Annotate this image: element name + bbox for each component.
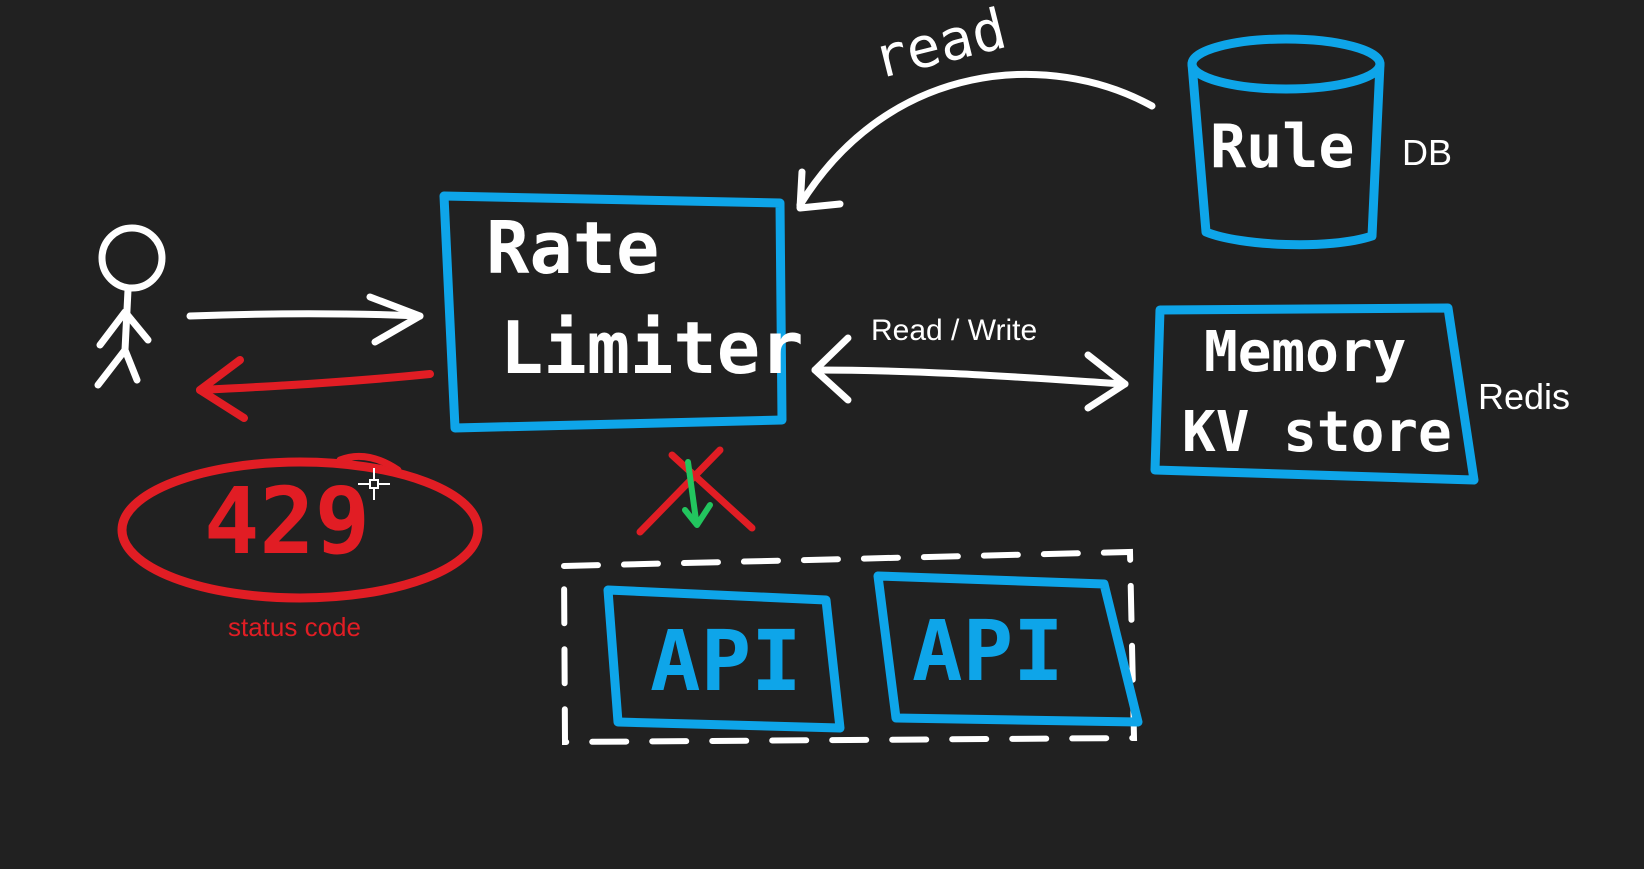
api-box-2 xyxy=(873,571,1143,727)
rate-limiter-line1: Rate xyxy=(486,206,660,290)
redis-label: Redis xyxy=(1478,376,1571,417)
memory-label: Memory xyxy=(1204,320,1407,385)
cursor-crosshair-icon xyxy=(358,468,390,500)
status-code-label: status code xyxy=(228,612,361,642)
status-ellipse xyxy=(117,457,483,603)
read-write-arrow xyxy=(811,334,1129,412)
read-write-label: Read / Write xyxy=(871,314,1038,347)
rejection-arrow xyxy=(196,356,434,422)
api-1-label: API xyxy=(650,612,802,710)
rule-label: Rule xyxy=(1210,112,1355,182)
stick-figure-icon xyxy=(94,224,166,389)
api-2-label: API xyxy=(912,602,1064,700)
status-ellipse-tail xyxy=(336,452,402,474)
rate-limiter-line2: Limiter xyxy=(500,306,804,390)
cross-mark-icon xyxy=(636,446,756,536)
memory-kv-box xyxy=(1150,303,1479,485)
rate-limiter-box xyxy=(439,191,787,433)
status-value-label: 429 xyxy=(204,468,371,575)
db-label: DB xyxy=(1402,132,1453,173)
request-arrow xyxy=(186,293,424,346)
kv-store-label: KV store xyxy=(1182,400,1452,465)
api-group-dashed-box xyxy=(560,548,1138,746)
read-arrow xyxy=(796,70,1156,212)
db-cylinder xyxy=(1187,34,1385,250)
down-arrow-icon xyxy=(682,459,713,528)
api-box-1 xyxy=(603,585,845,733)
